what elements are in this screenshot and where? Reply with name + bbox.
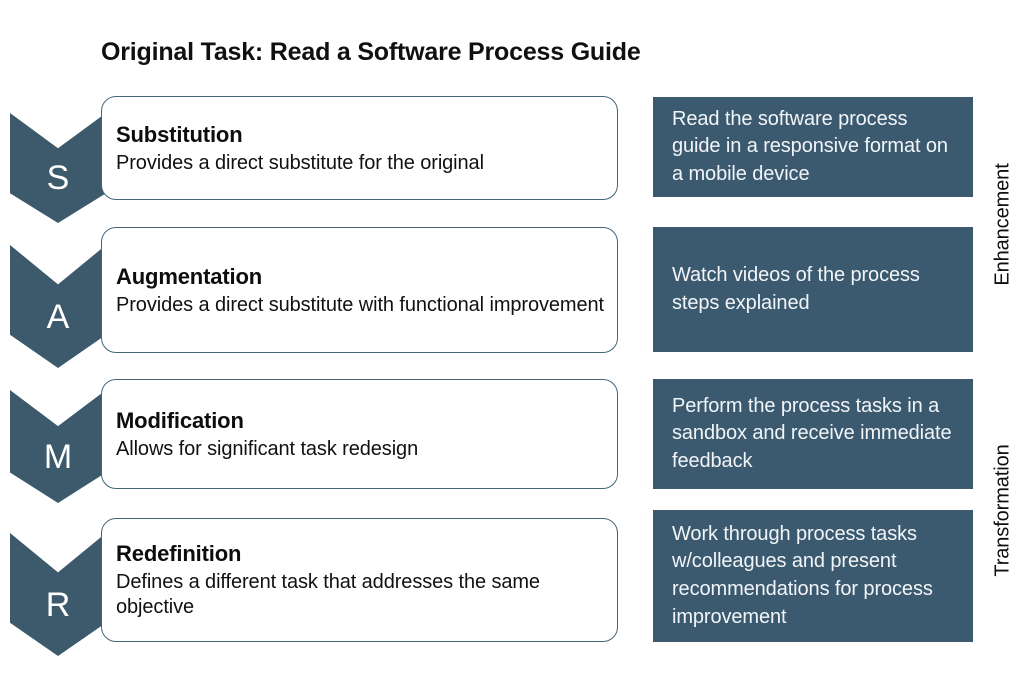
card-description-redefinition: Defines a different task that addresses … — [116, 571, 540, 619]
category-label-transformation: Transformation — [986, 379, 1020, 642]
chevron-badge-a: A — [10, 245, 106, 368]
card-description-augmentation: Provides a direct substitute with functi… — [116, 293, 604, 316]
chevron-badge-s: S — [10, 113, 106, 223]
page-title: Original Task: Read a Software Process G… — [101, 38, 641, 66]
card-description-modification: Allows for significant task redesign — [116, 437, 419, 460]
category-label-enhancement-text: Enhancement — [991, 163, 1014, 286]
card-title-redefinition: Redefinition — [116, 541, 242, 567]
example-text-augmentation: Watch videos of the process steps explai… — [672, 263, 920, 314]
chevron-letter-s: S — [46, 159, 70, 197]
category-label-enhancement: Enhancement — [986, 97, 1020, 352]
chevron-letter-r: R — [45, 585, 71, 624]
example-text-substitution: Read the software process guide in a res… — [672, 107, 948, 185]
card-description-substitution: Provides a direct substitute for the ori… — [116, 151, 484, 174]
category-label-transformation-text: Transformation — [991, 444, 1014, 577]
chevron-badge-m: M — [10, 390, 106, 503]
card-augmentation[interactable]: Augmentation Provides a direct substitut… — [101, 227, 618, 353]
example-panel-modification: Perform the process tasks in a sandbox a… — [653, 379, 973, 489]
card-redefinition[interactable]: Redefinition Defines a different task th… — [101, 518, 618, 642]
chevron-letter-m: M — [43, 437, 73, 476]
chevron-badge-r: R — [10, 533, 106, 656]
card-title-modification: Modification — [116, 407, 244, 433]
card-substitution[interactable]: Substitution Provides a direct substitut… — [101, 96, 618, 200]
card-title-substitution: Substitution — [116, 121, 243, 147]
chevron-letter-a: A — [46, 297, 70, 336]
example-text-redefinition: Work through process tasks w/colleagues … — [672, 522, 933, 628]
example-panel-substitution: Read the software process guide in a res… — [653, 97, 973, 197]
example-text-modification: Perform the process tasks in a sandbox a… — [672, 394, 952, 472]
card-title-augmentation: Augmentation — [116, 263, 263, 289]
example-panel-redefinition: Work through process tasks w/colleagues … — [653, 510, 973, 642]
card-modification[interactable]: Modification Allows for significant task… — [101, 379, 618, 489]
example-panel-augmentation: Watch videos of the process steps explai… — [653, 227, 973, 352]
